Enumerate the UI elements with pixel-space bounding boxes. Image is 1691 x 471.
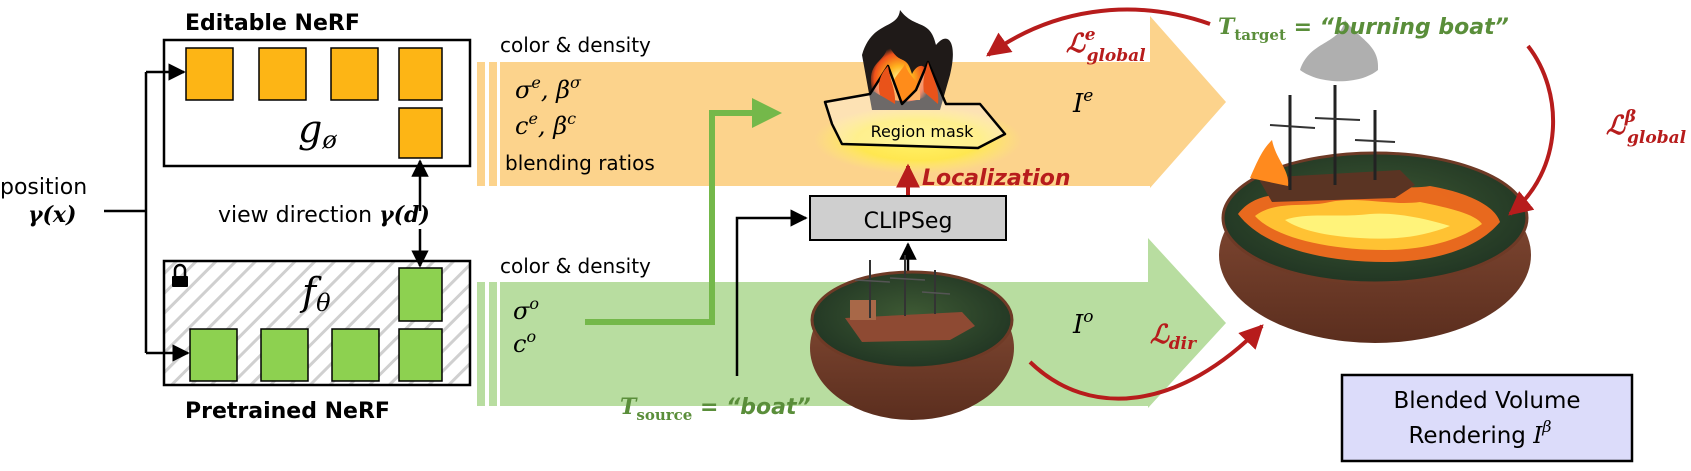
g-block-4 [398, 47, 443, 101]
position-label: position [0, 175, 87, 200]
density-to-mask-arrow [585, 98, 782, 325]
f-block-4 [398, 328, 443, 382]
burning-boat-image [1219, 20, 1531, 343]
f-block-2 [260, 328, 309, 382]
pretrained-nerf-title: Pretrained NeRF [185, 399, 390, 424]
loss-global-beta-arrow [1508, 44, 1556, 216]
clipseg-box [809, 195, 1007, 241]
bottom-color-density: color & density [500, 254, 651, 278]
g-block-2 [258, 47, 307, 101]
region-mask-graphic [814, 10, 1022, 174]
Io-label: Io [1072, 307, 1094, 340]
f-block-1 [189, 328, 238, 382]
loss-global-e-arrow [986, 7, 1211, 57]
source-to-clipseg-line [735, 209, 808, 376]
f-block-3 [331, 328, 380, 382]
blending-ratios: blending ratios [505, 151, 655, 175]
position-branch-lines [104, 63, 190, 362]
lock-icon [172, 263, 188, 287]
source-boat-image [810, 255, 1014, 420]
top-sigma-beta: σe, βσ [515, 73, 582, 104]
clipseg-label: CLIPSeg [864, 209, 953, 234]
bottom-sigma: σo [513, 294, 539, 325]
localization-label: Localization [922, 166, 1071, 191]
view-direction-label: view direction γ(d) [218, 202, 430, 228]
g-block-3 [330, 47, 379, 101]
region-mask-label: Region mask [871, 122, 975, 141]
position-symbol: γ(x) [28, 202, 76, 228]
Ie-label: Ie [1072, 86, 1093, 119]
blended-rendering-box [1340, 373, 1634, 463]
t-target-text: Ttarget = “burning boat” [1218, 14, 1509, 44]
orange-flow-band [477, 16, 1226, 188]
g-block-1 [185, 47, 234, 101]
editable-nerf-title: Editable NeRF [185, 11, 360, 36]
f-block-5 [398, 267, 443, 322]
top-c-beta: ce, βc [515, 109, 576, 140]
g-block-5 [398, 107, 443, 159]
blended-line-2: Rendering Iβ [1408, 417, 1551, 449]
t-source-text: Tsource = “boat” [620, 394, 811, 424]
g-label: gø [298, 107, 337, 154]
top-color-density: color & density [500, 33, 651, 57]
loss-dir-arrow [1028, 324, 1264, 401]
blended-line-1: Blended Volume [1393, 388, 1580, 414]
bottom-c: co [513, 327, 536, 358]
loss-dir-label: ℒdir [1150, 320, 1197, 354]
